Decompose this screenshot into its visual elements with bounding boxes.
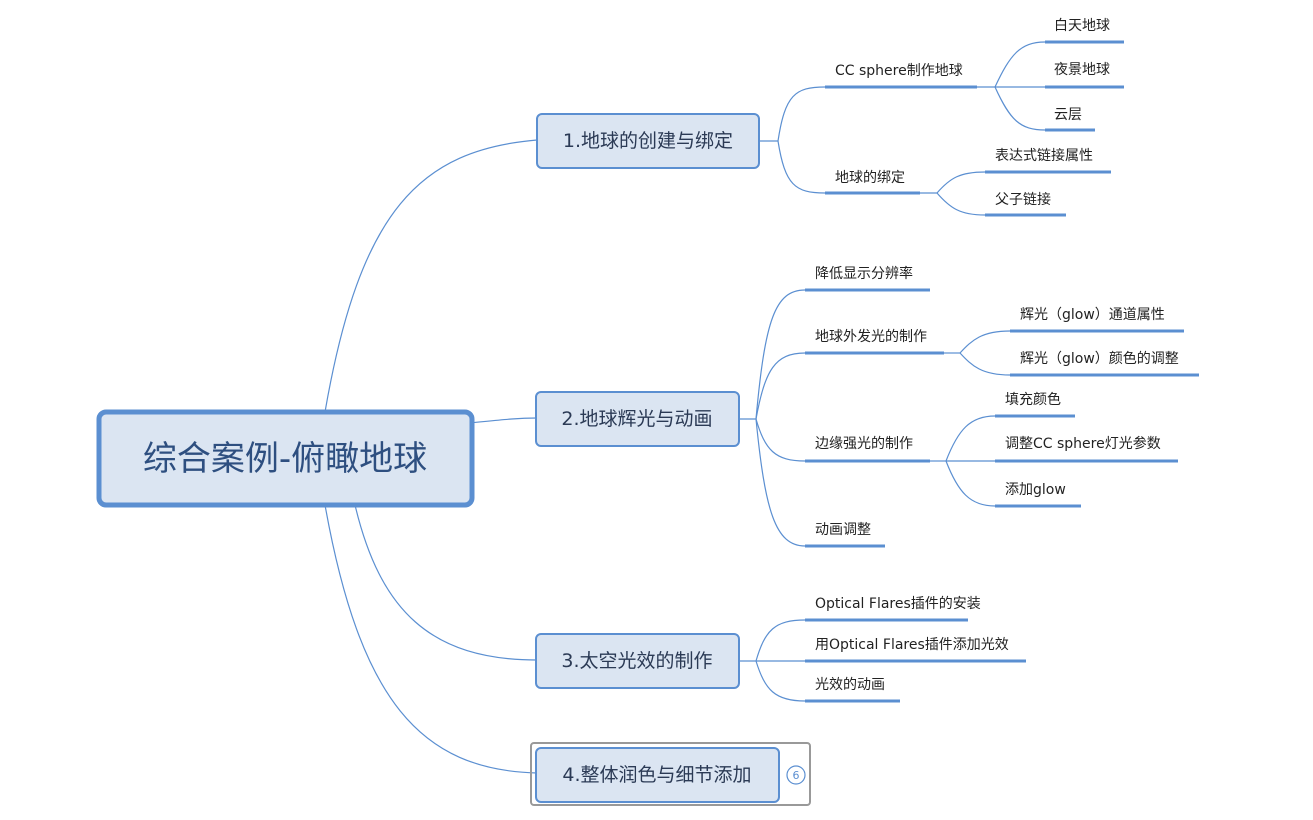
topic-optical-flares-install[interactable]: Optical Flares插件的安装 bbox=[805, 596, 981, 622]
topic-label: 夜景地球 bbox=[1054, 62, 1110, 78]
topic-animation-adjust[interactable]: 动画调整 bbox=[805, 522, 885, 548]
topic-cloud-layer[interactable]: 云层 bbox=[1045, 107, 1095, 132]
topic-cc-sphere-light[interactable]: 调整CC sphere灯光参数 bbox=[995, 435, 1178, 463]
root-node[interactable]: 综合案例-俯瞰地球 bbox=[96, 409, 475, 508]
topic-label: 添加glow bbox=[1005, 482, 1066, 498]
topic-label: 边缘强光的制作 bbox=[815, 436, 913, 452]
branch-label: 4.整体润色与细节添加 bbox=[562, 764, 751, 786]
topic-label: 云层 bbox=[1054, 107, 1082, 123]
topic-outer-glow[interactable]: 地球外发光的制作 bbox=[805, 329, 944, 355]
branch-node-1[interactable]: 1.地球的创建与绑定 bbox=[536, 113, 760, 169]
topic-label: 地球的绑定 bbox=[835, 170, 905, 186]
topic-glow-channel[interactable]: 辉光（glow）通道属性 bbox=[1010, 307, 1184, 333]
topic-fill-color[interactable]: 填充颜色 bbox=[995, 391, 1075, 418]
branch-node-3[interactable]: 3.太空光效的制作 bbox=[535, 633, 740, 689]
connector-lines bbox=[324, 41, 1046, 774]
topic-flare-animation[interactable]: 光效的动画 bbox=[805, 677, 900, 703]
topic-label: 辉光（glow）通道属性 bbox=[1020, 307, 1165, 323]
topic-label: 辉光（glow）颜色的调整 bbox=[1020, 350, 1179, 367]
topic-glow-color[interactable]: 辉光（glow）颜色的调整 bbox=[1010, 350, 1199, 377]
topic-label: 表达式链接属性 bbox=[995, 147, 1093, 164]
topic-parent-link[interactable]: 父子链接 bbox=[985, 191, 1066, 217]
topic-earth-binding[interactable]: 地球的绑定 bbox=[825, 170, 920, 195]
topic-optical-flares-add[interactable]: 用Optical Flares插件添加光效 bbox=[805, 637, 1026, 663]
topic-label: 降低显示分辨率 bbox=[815, 265, 913, 282]
topic-label: 光效的动画 bbox=[815, 677, 885, 693]
topic-label: 白天地球 bbox=[1054, 18, 1110, 34]
topic-label: CC sphere制作地球 bbox=[835, 63, 963, 79]
topic-cc-sphere[interactable]: CC sphere制作地球 bbox=[825, 63, 977, 89]
topic-label: 动画调整 bbox=[815, 522, 871, 538]
branch-node-4[interactable]: 4.整体润色与细节添加 bbox=[530, 742, 811, 806]
collapsed-count: 6 bbox=[793, 769, 800, 782]
topic-label: 用Optical Flares插件添加光效 bbox=[815, 637, 1009, 653]
branch-label: 1.地球的创建与绑定 bbox=[563, 130, 733, 152]
collapse-badge[interactable]: 6 bbox=[786, 765, 806, 785]
topic-label: 调整CC sphere灯光参数 bbox=[1005, 435, 1161, 452]
topic-add-glow[interactable]: 添加glow bbox=[995, 482, 1081, 508]
topic-label: Optical Flares插件的安装 bbox=[815, 596, 981, 612]
topic-lower-resolution[interactable]: 降低显示分辨率 bbox=[805, 265, 930, 292]
topic-expression-link[interactable]: 表达式链接属性 bbox=[985, 147, 1111, 174]
topic-label: 父子链接 bbox=[995, 191, 1051, 208]
selection-frame bbox=[530, 742, 811, 806]
topic-night-earth[interactable]: 夜景地球 bbox=[1045, 62, 1124, 89]
branch-label: 2.地球辉光与动画 bbox=[561, 408, 712, 430]
root-label: 综合案例-俯瞰地球 bbox=[143, 439, 427, 479]
topic-edge-highlight[interactable]: 边缘强光的制作 bbox=[805, 436, 930, 463]
topic-label: 地球外发光的制作 bbox=[815, 329, 927, 345]
branch-label: 3.太空光效的制作 bbox=[561, 650, 712, 672]
branch-node-2[interactable]: 2.地球辉光与动画 bbox=[535, 391, 740, 447]
topic-day-earth[interactable]: 白天地球 bbox=[1045, 18, 1124, 44]
topic-label: 填充颜色 bbox=[1005, 391, 1061, 408]
